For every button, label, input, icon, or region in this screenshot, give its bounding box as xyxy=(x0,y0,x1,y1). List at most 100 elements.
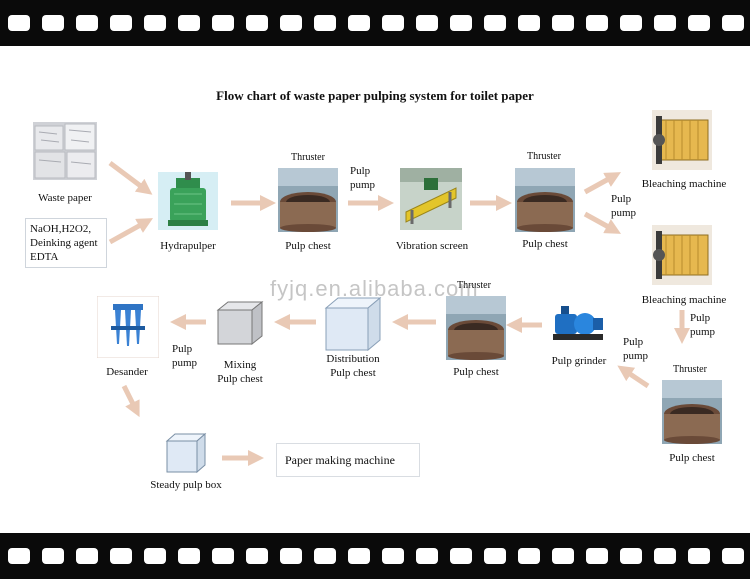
film-hole xyxy=(178,15,200,31)
desander-label: Desander xyxy=(106,366,148,378)
mixing-label-1: Mixing xyxy=(223,359,257,371)
bleaching-machine-label-1: Bleaching machine xyxy=(641,178,727,190)
film-hole xyxy=(688,15,710,31)
film-hole xyxy=(76,548,98,564)
pulp-chest-image-4 xyxy=(446,296,506,360)
film-hole xyxy=(110,15,132,31)
film-hole xyxy=(688,548,710,564)
pulp-chest-label-2: Pulp chest xyxy=(522,238,568,250)
film-hole xyxy=(246,548,268,564)
hydrapulper-image xyxy=(158,172,218,230)
pulp-pump-label-3b: pump xyxy=(690,326,716,338)
film-hole xyxy=(314,548,336,564)
film-hole xyxy=(8,548,30,564)
pulp-pump-label-2a: Pulp xyxy=(611,193,632,205)
pulp-chest-image-3 xyxy=(662,380,722,444)
film-hole xyxy=(586,548,608,564)
film-hole xyxy=(620,15,642,31)
vibration-screen-label: Vibration screen xyxy=(395,240,469,252)
bleaching-machine-image-1 xyxy=(652,110,712,170)
pulp-pump-label-2b: pump xyxy=(611,207,637,219)
pulp-pump-label-4a: Pulp xyxy=(623,336,644,348)
steady-box-label: Steady pulp box xyxy=(150,479,222,491)
paper-machine-box: Paper making machine xyxy=(276,443,420,477)
thruster-label-3: Thruster xyxy=(673,364,707,375)
paper-machine-label: Paper making machine xyxy=(285,453,395,467)
film-hole xyxy=(246,15,268,31)
film-hole xyxy=(348,15,370,31)
arrow-chest-to-bleach-2 xyxy=(583,211,622,234)
film-hole xyxy=(144,548,166,564)
arrow-chest-to-grinder xyxy=(617,365,650,389)
pulp-pump-label-1b: pump xyxy=(350,179,376,191)
pulp-chest-image-1 xyxy=(278,168,338,232)
film-hole xyxy=(110,548,132,564)
film-holes-top xyxy=(0,15,750,31)
pulp-chest-label-4: Pulp chest xyxy=(453,366,499,378)
film-hole xyxy=(654,15,676,31)
film-hole xyxy=(620,548,642,564)
pulp-grinder-label: Pulp grinder xyxy=(551,355,607,367)
film-holes-bottom xyxy=(0,548,750,564)
film-hole xyxy=(348,548,370,564)
watermark: fyjq.en.alibaba.com xyxy=(270,276,479,301)
film-hole xyxy=(586,15,608,31)
hydrapulper-label: Hydrapulper xyxy=(160,240,216,252)
arrow-desander-to-box xyxy=(121,384,140,418)
distribution-label-1: Distribution xyxy=(326,353,380,365)
film-hole xyxy=(450,548,472,564)
pulp-pump-label-5b: pump xyxy=(172,357,198,369)
chart-title: Flow chart of waste paper pulping system… xyxy=(216,88,534,103)
desander-image xyxy=(97,296,159,358)
film-hole xyxy=(450,15,472,31)
chemicals-line-2: Deinking agent xyxy=(30,237,98,249)
distribution-cube-icon xyxy=(324,296,382,352)
thruster-label-1: Thruster xyxy=(291,152,325,163)
mixing-cube-icon xyxy=(216,300,264,346)
pulp-pump-label-5a: Pulp xyxy=(172,343,193,355)
film-hole xyxy=(484,548,506,564)
film-hole xyxy=(518,15,540,31)
steady-box-cube-icon xyxy=(165,432,207,474)
film-hole xyxy=(314,15,336,31)
film-hole xyxy=(8,15,30,31)
film-strip-top xyxy=(0,0,750,46)
film-hole xyxy=(382,548,404,564)
film-hole xyxy=(416,548,438,564)
pulp-chest-label-3: Pulp chest xyxy=(669,452,715,464)
chemicals-line-1: NaOH,H2O2, xyxy=(30,223,92,235)
pulp-chest-label-1: Pulp chest xyxy=(285,240,331,252)
pulp-chest-image-2 xyxy=(515,168,575,232)
bleaching-machine-image-2 xyxy=(652,225,712,285)
film-strip-bottom xyxy=(0,533,750,579)
film-hole xyxy=(144,15,166,31)
vibration-screen-image xyxy=(400,168,462,230)
film-hole xyxy=(280,15,302,31)
arrow-waste-to-hydrapulper xyxy=(108,161,153,195)
film-hole xyxy=(518,548,540,564)
film-hole xyxy=(484,15,506,31)
film-hole xyxy=(722,548,744,564)
film-hole xyxy=(212,548,234,564)
film-hole xyxy=(722,15,744,31)
film-hole xyxy=(654,548,676,564)
distribution-label-2: Pulp chest xyxy=(330,367,376,379)
film-hole xyxy=(382,15,404,31)
arrow-chest-to-bleach-1 xyxy=(583,172,622,195)
waste-paper-label: Waste paper xyxy=(38,192,92,204)
pulp-pump-label-3a: Pulp xyxy=(690,312,711,324)
film-hole xyxy=(212,15,234,31)
film-hole xyxy=(552,15,574,31)
mixing-label-2: Pulp chest xyxy=(217,373,263,385)
thruster-label-4: Thruster xyxy=(457,280,491,291)
film-hole xyxy=(76,15,98,31)
film-hole xyxy=(178,548,200,564)
film-hole xyxy=(552,548,574,564)
chemicals-box: NaOH,H2O2, Deinking agent EDTA xyxy=(25,218,107,268)
chemicals-line-3: EDTA xyxy=(30,251,59,263)
film-hole xyxy=(42,15,64,31)
waste-paper-image xyxy=(33,122,97,180)
pulp-pump-label-4b: pump xyxy=(623,350,649,362)
film-hole xyxy=(42,548,64,564)
